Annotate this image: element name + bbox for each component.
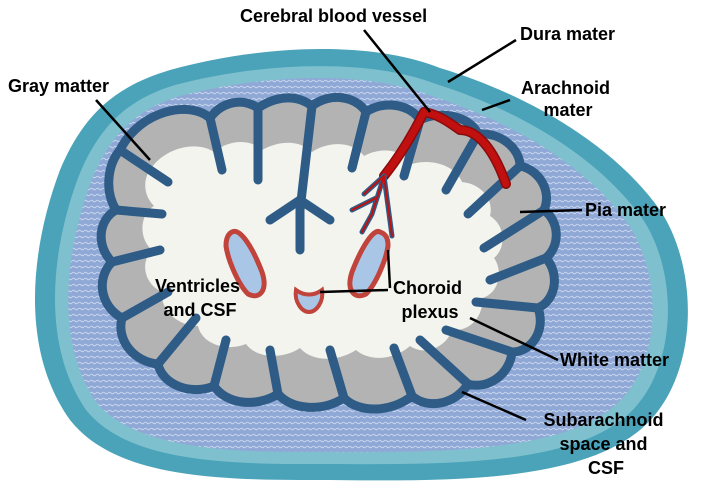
label-arachnoid-mater: Arachnoid mater <box>521 78 615 120</box>
right-ventricle <box>347 229 391 299</box>
left-ventricle <box>223 229 267 299</box>
white-matter <box>142 141 503 359</box>
label-ventricles-line-2: and CSF <box>163 300 236 320</box>
label-subarachnoid-line-1: Subarachnoid <box>543 410 663 430</box>
cerebral-blood-vessel <box>349 107 511 239</box>
label-cerebral-blood-vessel: Cerebral blood vessel <box>240 6 427 26</box>
third-ventricle <box>293 286 325 315</box>
label-subarachnoid-line-3: CSF <box>588 458 624 478</box>
label-gray-matter: Gray matter <box>8 76 109 96</box>
label-arachnoid-mater-line-2: mater <box>543 100 592 120</box>
label-subarachnoid: Subarachnoid space and CSF <box>543 410 668 478</box>
label-choroid-plexus-line-2: plexus <box>401 302 458 322</box>
label-ventricles: Ventricles and CSF <box>155 276 245 320</box>
label-white-matter: White matter <box>560 350 669 370</box>
sulci-folds <box>107 101 551 403</box>
leader-lines <box>95 29 583 422</box>
label-subarachnoid-line-2: space and <box>559 434 647 454</box>
label-arachnoid-mater-line-1: Arachnoid <box>521 78 610 98</box>
label-choroid-plexus-line-1: Choroid <box>393 278 462 298</box>
label-ventricles-line-1: Ventricles <box>155 276 240 296</box>
label-choroid-plexus: Choroid plexus <box>393 278 467 322</box>
label-dura-mater: Dura mater <box>520 24 615 44</box>
label-pia-mater: Pia mater <box>585 200 666 220</box>
